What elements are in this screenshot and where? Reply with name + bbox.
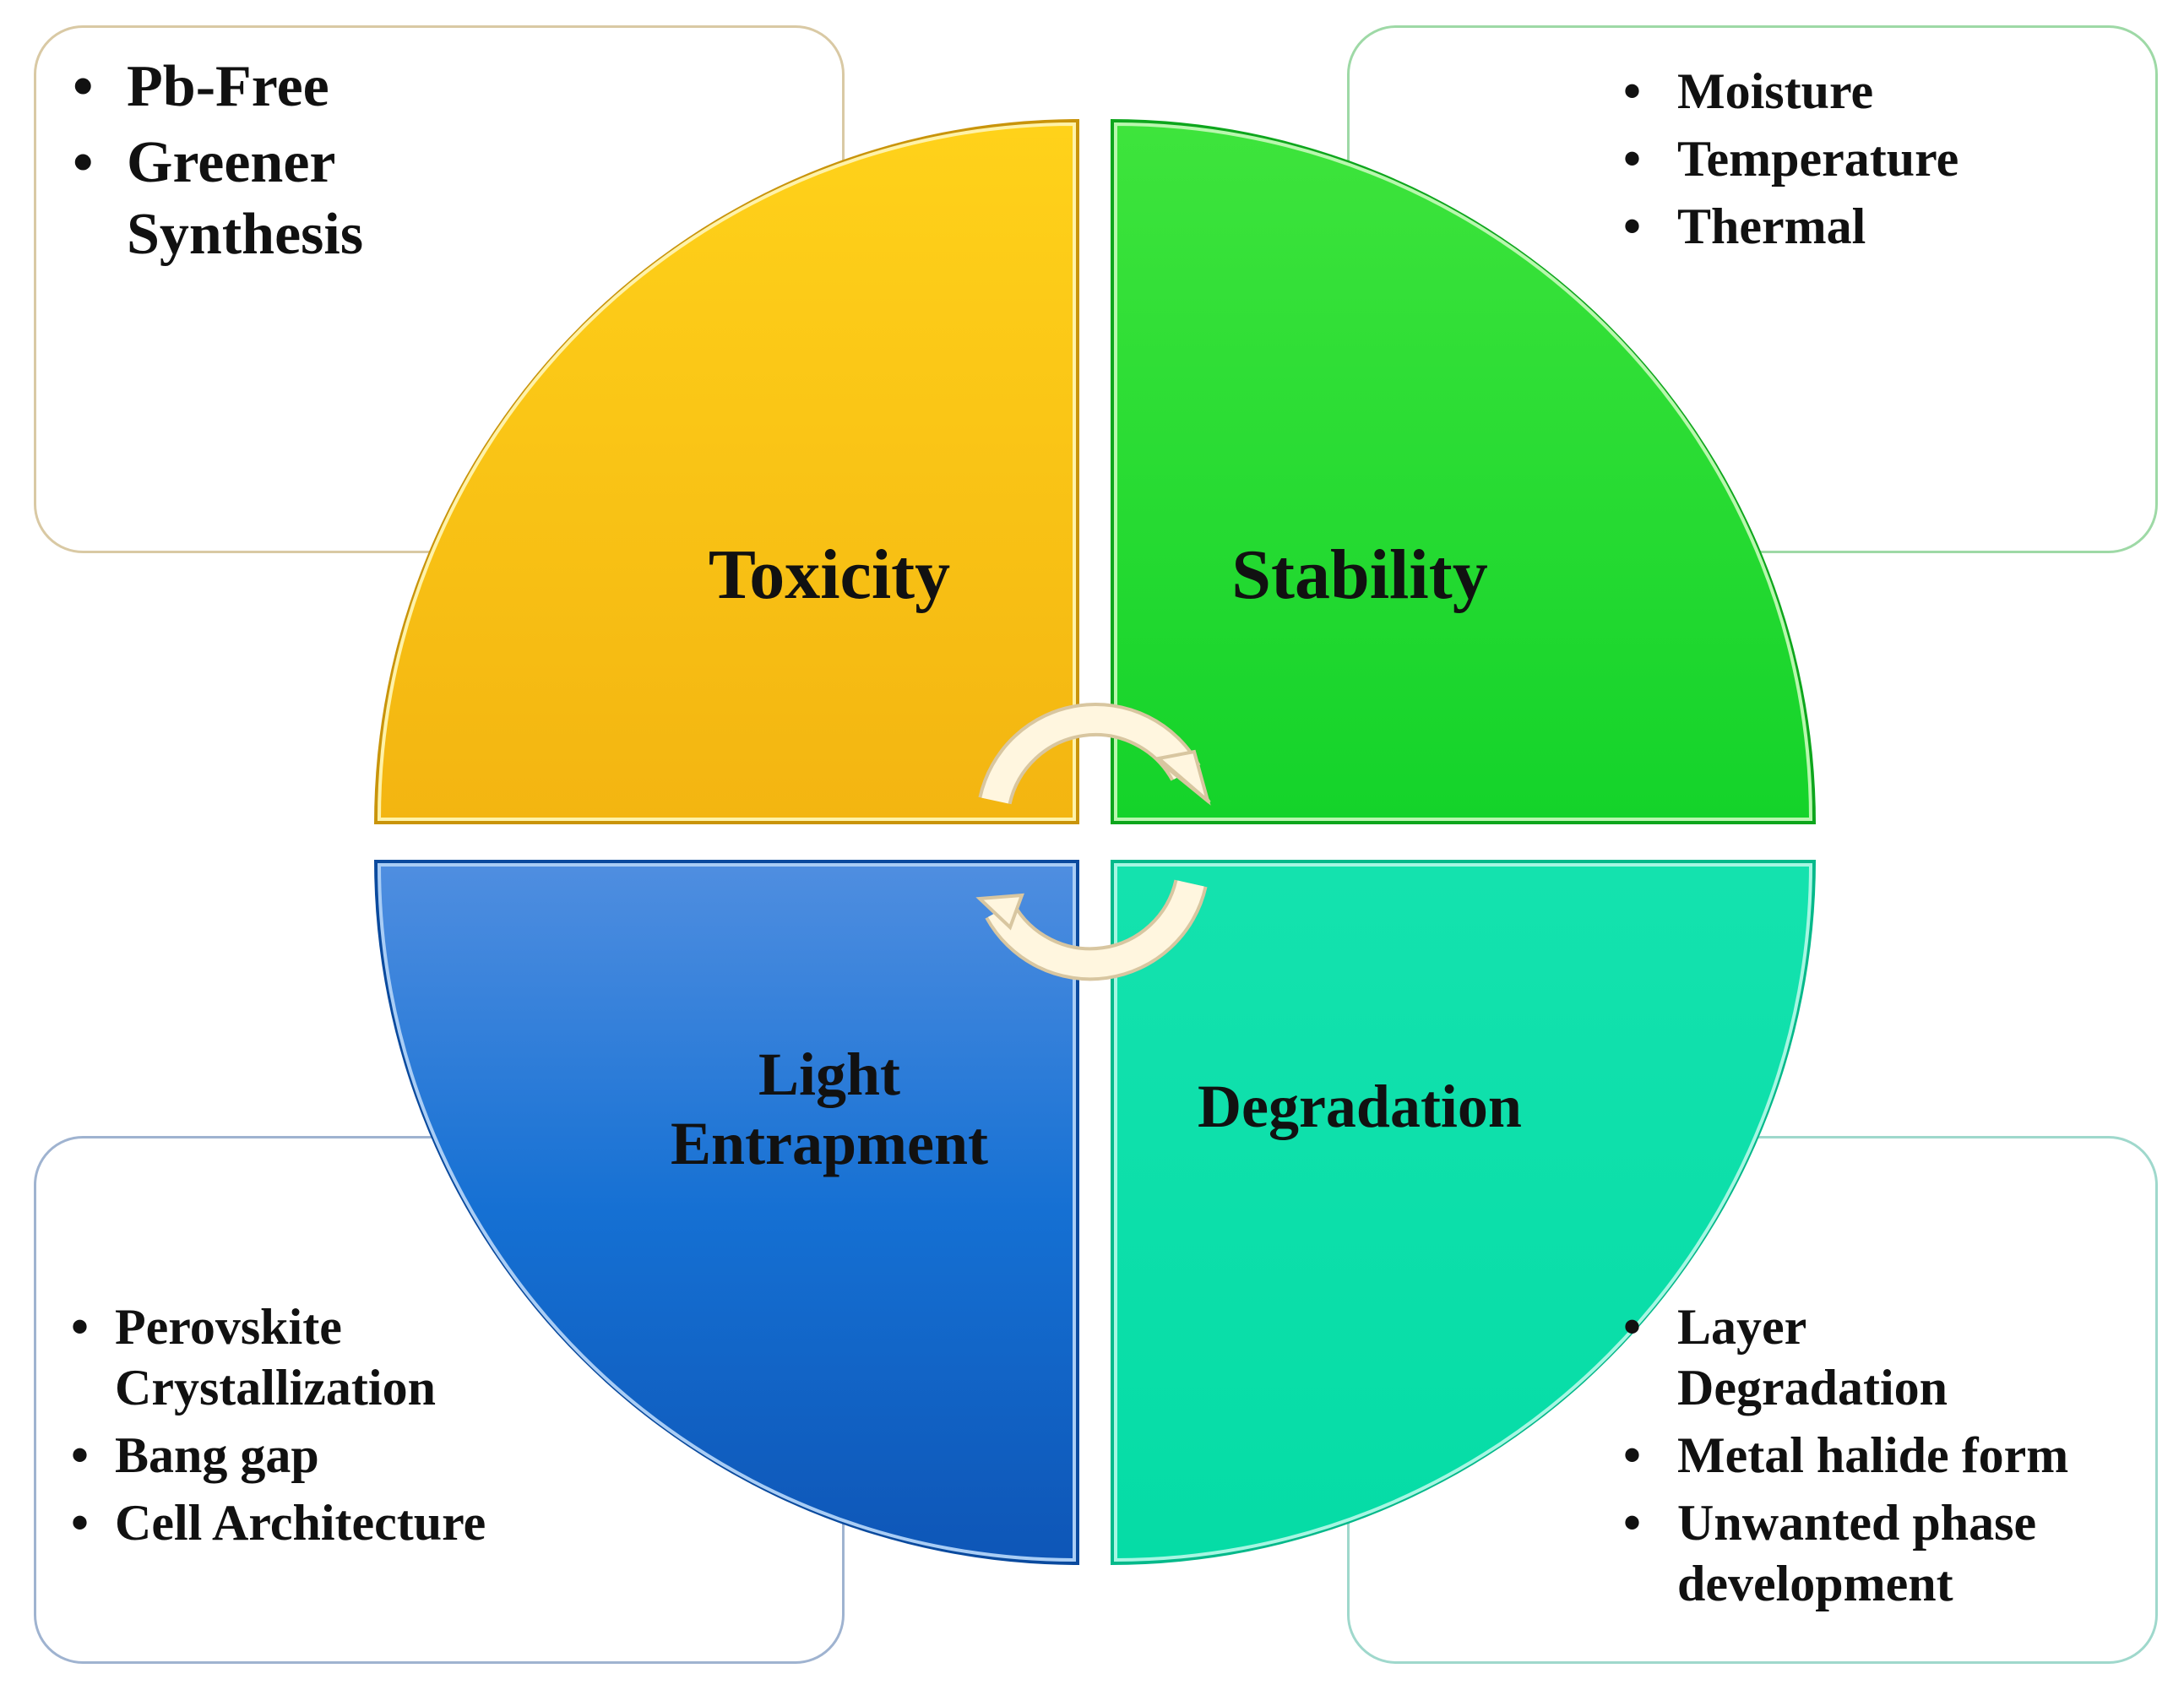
cycle-arrows-icon (975, 703, 1211, 981)
list-item: Temperature (1620, 125, 1959, 193)
list-item: Pb-Free (69, 51, 363, 122)
quadrant-stability (1111, 119, 1816, 824)
list-item: Metal halide form (1620, 1425, 2068, 1486)
list-item: Moisture (1620, 57, 1959, 125)
title-degradation: Degradation (1198, 1073, 1522, 1140)
list-stability-notes: Moisture Temperature Thermal (1620, 57, 1959, 260)
quadrant-light-entrapment (374, 860, 1079, 1565)
list-item: Thermal (1620, 193, 1959, 260)
title-light: Light (758, 1041, 900, 1108)
title-toxicity: Toxicity (709, 535, 950, 614)
list-item: Cell Architecture (68, 1492, 486, 1553)
quadrant-degradation (1111, 860, 1816, 1565)
title-entrapment: Entrapment (671, 1110, 988, 1177)
quadrant-toxicity (374, 119, 1079, 824)
title-stability: Stability (1231, 535, 1487, 614)
list-item: Bang gap (68, 1425, 486, 1486)
